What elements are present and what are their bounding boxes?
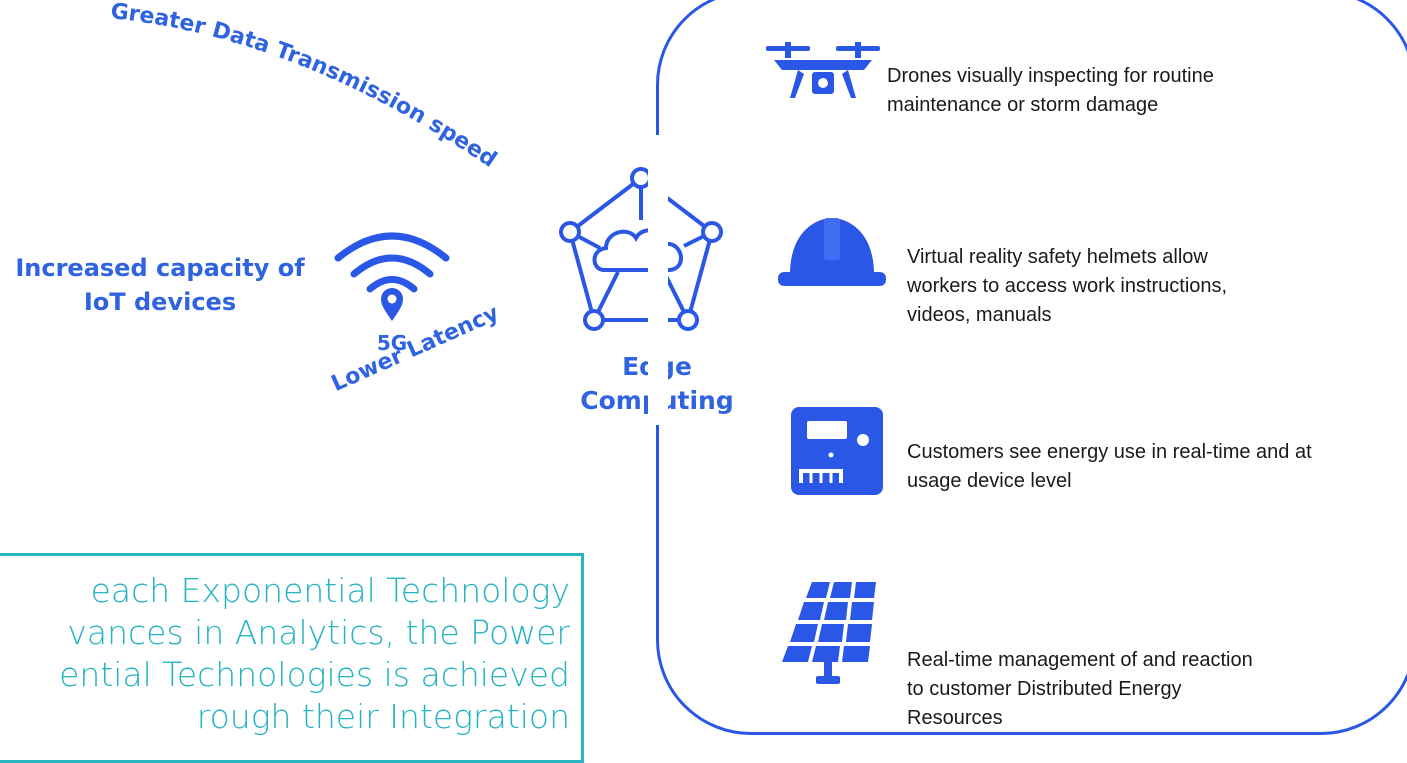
quote-line: vances in Analytics, the Power [67,613,570,652]
smart-meter-icon [791,407,883,495]
application-text-drones: Drones visually inspecting for routine m… [887,65,1214,116]
wifi-location-icon [334,232,450,321]
5g-label: 5G [376,331,408,355]
application-text-helmets: Virtual reality safety helmets allow wor… [907,246,1228,326]
capacity-label: Increased capacity of IoT devices [15,254,305,316]
hard-hat-icon [778,218,886,286]
application-text-energy-use: Customers see energy use in real-time an… [907,441,1312,492]
quote-line: rough their Integration [196,697,570,736]
transmission-speed-text: Greater Data Transmission speed [109,0,501,173]
transmission-speed-label: Greater Data Transmission speed [109,0,501,173]
quote-text: each Exponential Technology vances in An… [0,570,570,738]
application-text-der: Real-time management of and reaction to … [907,649,1253,729]
svg-text:Greater Data Transmission spee: Greater Data Transmission speed [109,0,501,173]
solar-panel-icon [782,582,876,684]
quote-line: ential Technologies is achieved [59,655,570,694]
quote-line: each Exponential Technology [90,571,570,610]
panel-border-gap [648,135,668,425]
drone-icon [766,42,880,98]
